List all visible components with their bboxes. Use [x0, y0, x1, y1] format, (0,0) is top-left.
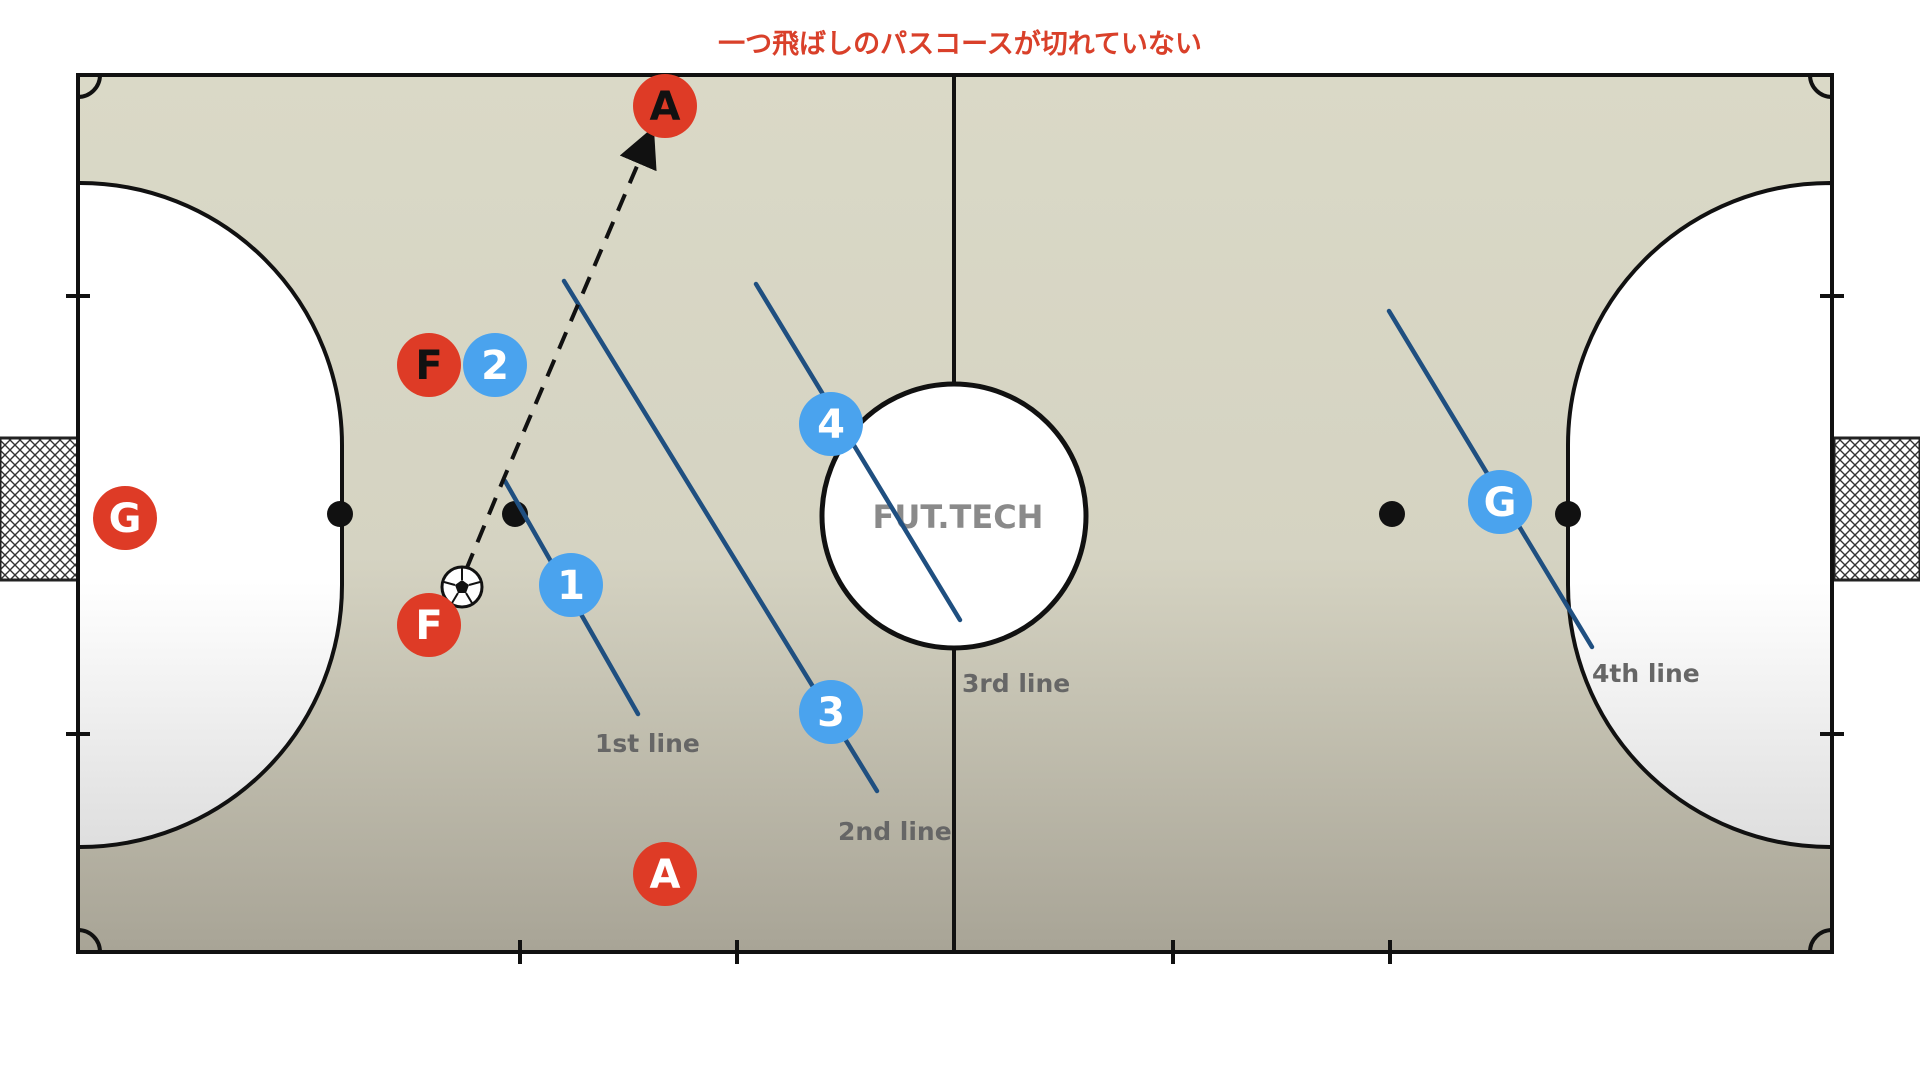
- defender-label: 3: [817, 690, 845, 736]
- right-goal-net: [1832, 436, 1920, 582]
- attacker-token[interactable]: F: [397, 593, 461, 657]
- attacker-token[interactable]: A: [633, 842, 697, 906]
- attacker-token[interactable]: F: [397, 333, 461, 397]
- third-line: [753, 281, 963, 623]
- left-goal-net: [0, 436, 80, 582]
- defender-label: 4: [817, 402, 845, 448]
- second-line-label: 2nd line: [838, 817, 952, 846]
- fourth-line-label: 4th line: [1592, 659, 1700, 688]
- penalty-mark: [327, 501, 353, 527]
- penalty-mark: [1555, 501, 1581, 527]
- second-penalty-mark: [1379, 501, 1405, 527]
- attacker-label: G: [109, 496, 142, 542]
- watermark: FUT.TECH: [873, 498, 1044, 536]
- first-line-label: 1st line: [595, 729, 700, 758]
- boundary-ticks: [66, 294, 1844, 964]
- soccer-ball-icon: [440, 565, 484, 609]
- diagram-title: 一つ飛ばしのパスコースが切れていない: [718, 29, 1202, 60]
- defender-label: 1: [557, 563, 585, 609]
- defender-token[interactable]: 3: [799, 680, 863, 744]
- third-line-label: 3rd line: [962, 669, 1070, 698]
- attacker-label: F: [415, 343, 442, 389]
- defender-label: 2: [481, 343, 509, 389]
- attacker-goalkeeper-token[interactable]: G: [93, 486, 157, 550]
- right-penalty-area: [1566, 181, 1834, 849]
- defender-token[interactable]: 1: [539, 553, 603, 617]
- attacker-label: A: [650, 84, 681, 130]
- attacker-label: A: [650, 852, 681, 898]
- defender-label: G: [1484, 480, 1517, 526]
- corner-arc: [77, 74, 102, 99]
- corner-arc: [1808, 74, 1833, 99]
- corner-arc: [1808, 928, 1833, 953]
- corner-arc: [77, 928, 102, 953]
- center-spot: [942, 522, 946, 526]
- defender-token[interactable]: 4: [799, 392, 863, 456]
- attacker-token[interactable]: A: [633, 74, 697, 138]
- pass-arrow: [464, 126, 657, 571]
- left-penalty-area: [76, 181, 344, 849]
- attacker-label: F: [415, 603, 442, 649]
- defender-goalkeeper-token[interactable]: G: [1468, 470, 1532, 534]
- center-circle: [819, 381, 1089, 651]
- defender-token[interactable]: 2: [463, 333, 527, 397]
